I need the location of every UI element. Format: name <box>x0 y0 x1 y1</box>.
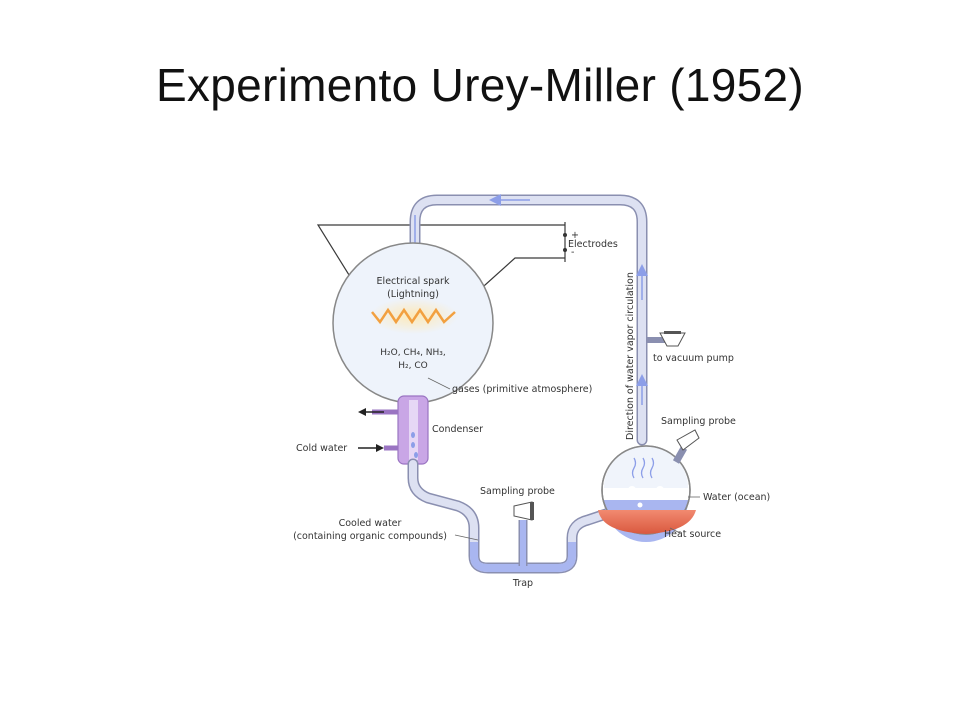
spark-label-line1: Electrical spark <box>377 276 450 287</box>
gases-leader <box>427 377 451 390</box>
sampling-probe-2-label: Sampling probe <box>661 416 736 427</box>
cooled-water-leader <box>454 534 479 541</box>
condenser-drops <box>411 432 418 458</box>
sampling-probe-2 <box>672 429 700 464</box>
trap-label: Trap <box>512 578 533 589</box>
cooled-water-label-line2: (containing organic compounds) <box>293 531 447 542</box>
spark-flask <box>332 242 494 404</box>
spark-zigzag <box>371 307 456 325</box>
water-ocean-label: Water (ocean) <box>703 492 770 503</box>
cold-water-arrow <box>358 444 384 452</box>
cooled-water-label-line1: Cooled water <box>339 518 402 529</box>
cold-water-label: Cold water <box>296 443 347 454</box>
electrode-plus-label: + <box>571 230 579 241</box>
outflow-arrow <box>358 408 384 416</box>
trap-tube <box>407 458 612 574</box>
electrode-plus-terminal <box>563 233 567 237</box>
heat-source-label: Heat source <box>664 529 721 540</box>
sampling-probe-1-label: Sampling probe <box>480 486 555 497</box>
gases-formula-line1: H₂O, CH₄, NH₃, <box>380 348 446 358</box>
condenser-label: Condenser <box>432 424 483 435</box>
vacuum-pump-label: to vacuum pump <box>653 353 734 364</box>
heat-leader <box>669 527 681 534</box>
gases-formula-line2: H₂, CO <box>398 361 427 371</box>
heat-source <box>598 510 696 534</box>
vacuum-pump-valve <box>647 331 686 347</box>
electrode-minus-label: - <box>571 247 574 258</box>
electrodes-label: Electrodes <box>568 239 618 250</box>
boiling-flask <box>601 445 691 542</box>
condenser <box>372 395 429 465</box>
sampling-probe-1 <box>513 501 534 521</box>
gases-note-label: gases (primitive atmosphere) <box>452 384 592 395</box>
spark-label-line2: (Lightning) <box>387 289 439 300</box>
electrode-minus-terminal <box>563 248 567 252</box>
slide-title: Experimento Urey-Miller (1952) <box>155 59 805 111</box>
circulation-label: Direction of water vapor circulation <box>625 272 636 440</box>
